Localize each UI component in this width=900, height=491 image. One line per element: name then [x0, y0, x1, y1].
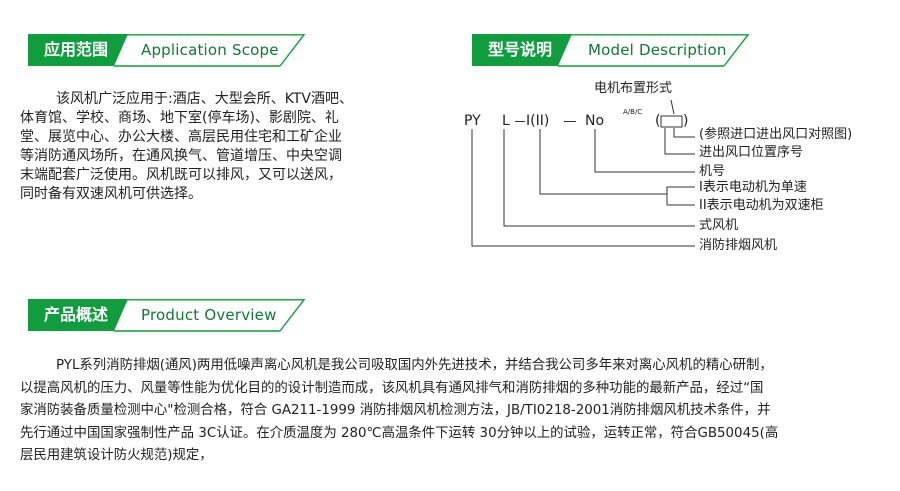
scope-paragraph: 该风机广泛应用于:酒店、大型会所、KTV酒吧、 体育馆、学校、商场、地下室(停车… [20, 90, 353, 204]
scope-line: 该风机广泛应用于:酒店、大型会所、KTV酒吧、 [56, 91, 353, 107]
section-title-en: Model Description [588, 41, 727, 59]
overview-line: PYL系列消防排烟(通风)两用低噪声离心风机是我公司吸取国内外先进技术，并结合我… [56, 358, 773, 373]
overview-line: 层民用建筑设计防火规范)规定， [20, 448, 213, 463]
overview-paragraph: PYL系列消防排烟(通风)两用低噪声离心风机是我公司吸取国内外先进技术，并结合我… [20, 355, 778, 468]
overview-line: 以提高风机的压力、风量等性能为优化目的的设计制造而成，该风机具有通风排气和消防排… [20, 380, 764, 396]
model-desc: 消防排烟风机 [699, 238, 778, 253]
section-header-scope: 应用范围 Application Scope [28, 34, 306, 67]
scope-line: 末端配套广泛使用。风机既可以排风，又可以送风， [20, 167, 342, 183]
code-i: I(II) [526, 113, 550, 129]
scope-line: 同时备有双速风机可供选择。 [20, 186, 202, 202]
overview-line: 先行通过中国国家强制性产品 3C认证。在介质温度为 280℃高温条件下运转 30… [20, 425, 779, 441]
code-l: L [502, 113, 510, 129]
model-desc: 式风机 [699, 218, 739, 233]
scope-line: 堂、展览中心、办公大楼、高层民用住宅和工矿企业 [20, 129, 342, 145]
section-title-cn: 型号说明 [472, 34, 572, 66]
code-no: No [585, 113, 605, 129]
scope-line: 等消防通风场所，在通风换气、管道增压、中央空调 [20, 148, 342, 164]
section-title-en: Product Overview [141, 306, 277, 324]
model-desc: I表示电动机为单速 [699, 180, 807, 195]
model-desc: II表示电动机为双速柜 [699, 198, 824, 213]
code-sup: A/B/C [623, 108, 643, 116]
code-py: PY [464, 113, 481, 129]
model-connector-lines [471, 99, 695, 247]
section-header-overview: 产品概述 Product Overview [28, 299, 306, 332]
section-title-cn: 产品概述 [28, 299, 128, 331]
model-desc: 进出风口位置序号 [699, 145, 804, 160]
section-title-frame [558, 34, 750, 67]
model-top-label: 电机布置形式 [594, 81, 673, 96]
section-header-model: 型号说明 Model Description [472, 34, 750, 67]
section-title-frame [114, 299, 306, 332]
section-title-en: Application Scope [141, 41, 279, 59]
model-code-diagram: 电机布置形式 PY L I(II) No A/B/C ( ) (参照进口进出风口… [462, 76, 892, 266]
scope-line: 体育馆、学校、商场、地下室(停车场)、影剧院、礼 [20, 110, 339, 126]
section-title-frame [114, 34, 306, 67]
code-bracket-close: ) [683, 113, 689, 129]
code-bracket-open: ( [655, 113, 661, 129]
model-desc: 机号 [699, 164, 726, 179]
model-desc: (参照进口进出风口对照图) [699, 127, 853, 142]
overview-line: 家消防装备质量检测中心"检测合格，符合 GA211-1999 消防排烟风机检测方… [20, 403, 771, 418]
section-title-cn: 应用范围 [28, 34, 128, 66]
